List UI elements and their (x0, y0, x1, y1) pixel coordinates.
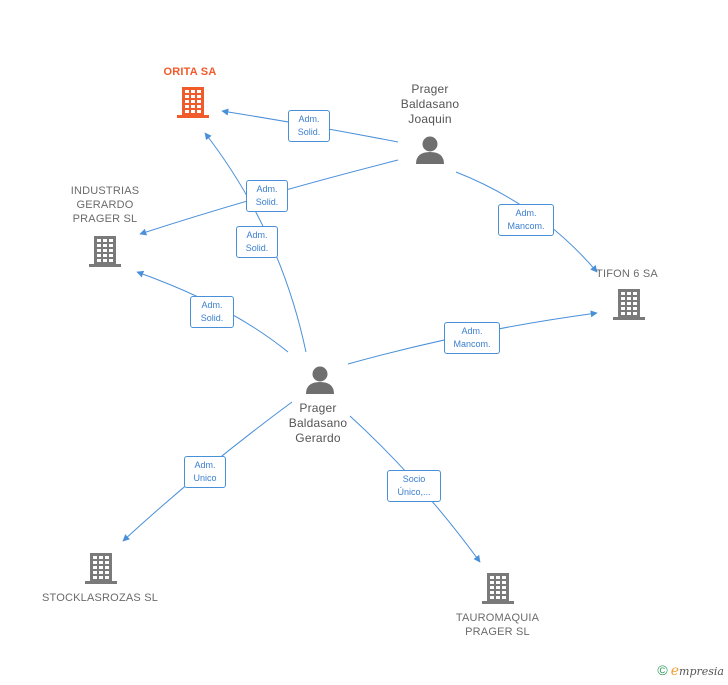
label-line: TAUROMAQUIA (455, 612, 540, 624)
node-label-industrias[interactable]: INDUSTRIAS GERARDO PRAGER SL (50, 184, 160, 226)
brand-initial: e (670, 663, 680, 679)
edge-label-gerardo-orita[interactable]: Adm. Solid. (236, 226, 278, 258)
building-icon-stocklasrozas[interactable] (85, 553, 117, 584)
label-line: Joaquin (408, 112, 452, 126)
edge-label-gerardo-tauromaquia[interactable]: Socio Único,... (387, 470, 441, 502)
edge-label-line: Adm. (256, 184, 278, 194)
building-icon-tauromaquia[interactable] (482, 573, 514, 604)
edge-label-line: Solid. (245, 243, 269, 253)
edge-label-joaquin-tifon[interactable]: Adm. Mancom. (498, 204, 554, 236)
node-label-tauromaquia[interactable]: TAUROMAQUIA PRAGER SL (440, 611, 555, 639)
node-label-orita[interactable]: ORITA SA (163, 66, 217, 78)
edge-label-line: Adm. (461, 326, 483, 336)
building-icon-industrias[interactable] (89, 236, 121, 267)
building-icon-orita[interactable] (177, 87, 209, 118)
edge-label-gerardo-tifon[interactable]: Adm. Mancom. (444, 322, 500, 354)
empresia-watermark: ©empresia (657, 662, 724, 679)
edge-label-line: Adm. (194, 460, 216, 470)
label-line: PRAGER SL (72, 213, 138, 225)
label-line: GERARDO (76, 199, 134, 211)
node-label-tifon[interactable]: TIFON 6 SA (596, 268, 658, 280)
edge-label-line: Solid. (200, 313, 224, 323)
label-line: Baldasano (288, 416, 348, 430)
label-line: Prager (411, 82, 449, 96)
edge-label-joaquin-orita[interactable]: Adm. Solid. (288, 110, 330, 142)
edge-label-line: Mancom. (507, 221, 545, 231)
copyright-symbol: © (657, 662, 668, 678)
node-label-joaquin[interactable]: Prager Baldasano Joaquin (380, 82, 480, 127)
edge-label-line: Unico (193, 473, 217, 483)
edge-label-line: Único,... (397, 487, 431, 497)
edge-label-line: Socio (402, 474, 426, 484)
edge-label-line: Adm. (201, 300, 223, 310)
edge-label-line: Solid. (255, 197, 279, 207)
label-line: Gerardo (295, 431, 341, 445)
building-icon-tifon[interactable] (613, 289, 645, 320)
person-icon-gerardo[interactable] (306, 366, 334, 395)
person-icon-joaquin[interactable] (416, 136, 444, 165)
label-line: INDUSTRIAS (70, 185, 140, 197)
node-label-stocklasrozas[interactable]: STOCKLASROZAS SL (41, 592, 159, 604)
edge-label-line: Adm. (246, 230, 268, 240)
label-line: PRAGER SL (465, 626, 530, 638)
label-line: Baldasano (400, 97, 460, 111)
edge-label-joaquin-industrias[interactable]: Adm. Solid. (246, 180, 288, 212)
edge-label-gerardo-stocklasrozas[interactable]: Adm. Unico (184, 456, 226, 488)
edge-label-line: Adm. (515, 208, 537, 218)
edge-label-line: Adm. (298, 114, 320, 124)
edge-label-gerardo-industrias[interactable]: Adm. Solid. (190, 296, 234, 328)
edge-label-line: Solid. (297, 127, 321, 137)
edge-label-line: Mancom. (453, 339, 491, 349)
label-line: Prager (299, 401, 337, 415)
node-label-gerardo[interactable]: Prager Baldasano Gerardo (268, 401, 368, 446)
brand-name: mpresia (679, 665, 724, 678)
